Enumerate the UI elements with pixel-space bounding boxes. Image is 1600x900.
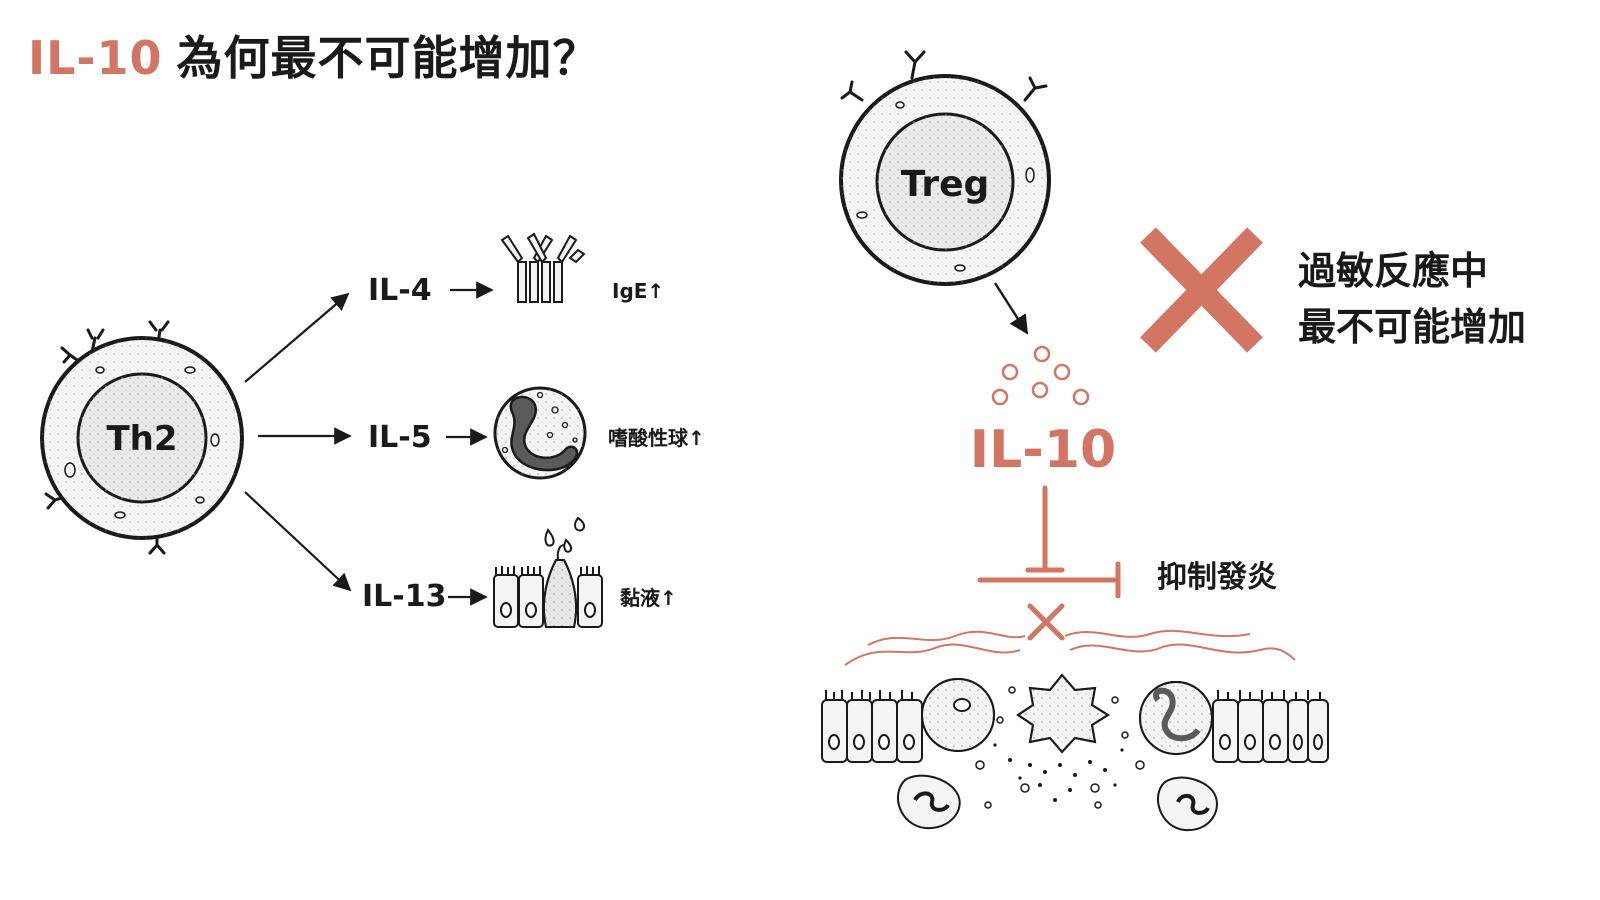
treg-cell: Treg: [839, 50, 1051, 286]
large-cross-icon: [1140, 227, 1263, 353]
pathway-il4: IL-4 IgE↑: [368, 232, 664, 308]
th2-label: Th2: [106, 419, 177, 459]
th2-cell: Th2: [40, 320, 244, 555]
arrow-th2-il13: [244, 491, 352, 592]
cytokine-label: IL-5: [368, 420, 432, 455]
statement-line-1: 過敏反應中: [1298, 249, 1488, 293]
pathway-il5: IL-5 嗜酸性球↑: [368, 386, 705, 480]
suppression-indicator: [977, 485, 1121, 599]
treg-label: Treg: [901, 164, 990, 205]
effect-label: IgE↑: [612, 279, 664, 303]
il10-label: IL-10: [970, 420, 1116, 480]
cytokine-particles: [993, 743, 1124, 802]
small-cross-icon: [1027, 603, 1065, 641]
effect-label: 黏液↑: [620, 586, 677, 610]
inflammatory-mediators: [975, 686, 1145, 809]
antibody-icon: [500, 232, 586, 303]
effect-label: 嗜酸性球↑: [608, 426, 705, 450]
inflamed-tissue: [821, 673, 1329, 832]
statement-line-2: 最不可能增加: [1298, 305, 1526, 349]
goblet-cell-icon: [493, 516, 603, 628]
arrow-treg-il10: [993, 282, 1029, 335]
arrow-th2-il4: [244, 292, 350, 383]
title-accent: IL-10: [28, 31, 163, 85]
title-rest: 為何最不可能增加？: [176, 31, 600, 85]
cytokine-label: IL-13: [362, 579, 446, 614]
pathway-il13: IL-13 黏液↑: [362, 516, 677, 628]
cytokine-label: IL-4: [368, 273, 432, 308]
il10-molecules: [991, 345, 1090, 406]
eosinophil-icon: [493, 386, 587, 480]
inflammation-waves: [844, 629, 1296, 666]
suppress-label: 抑制發炎: [1157, 560, 1277, 595]
